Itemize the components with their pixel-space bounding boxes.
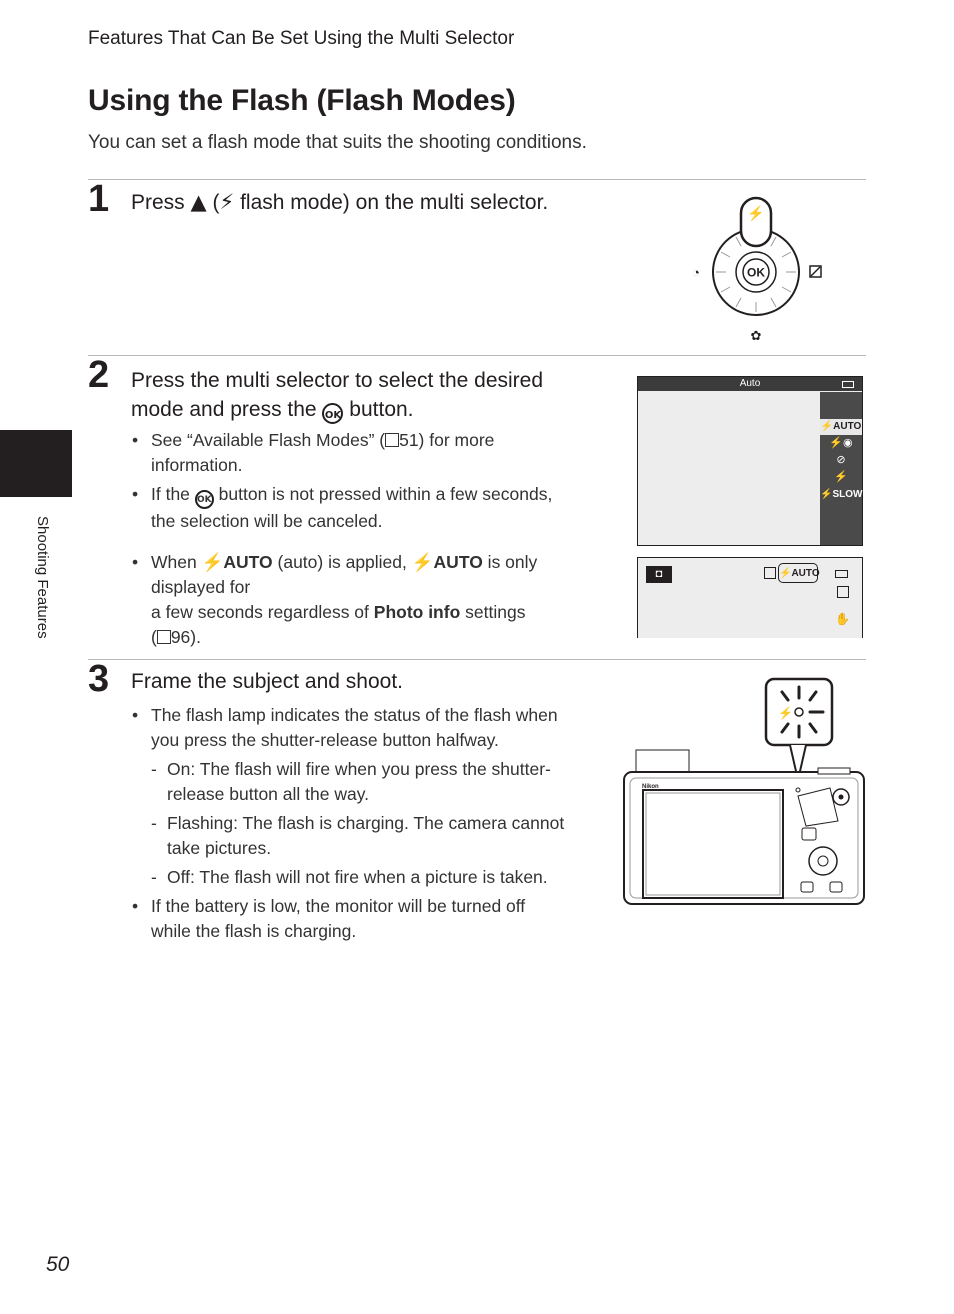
ring-ticks (716, 232, 796, 312)
camera-brand: Nikon (642, 784, 659, 790)
divider (88, 355, 866, 356)
step-number: 2 (88, 354, 110, 396)
scene-icon (764, 567, 776, 579)
flash-icon: ⚡ (778, 706, 793, 720)
divider (88, 659, 866, 660)
step-title: Press the multi selector to select the d… (131, 366, 543, 424)
sub-list-item: -Off: The flash will not fire when a pic… (151, 867, 548, 887)
flash-icon: ⚡ (219, 190, 235, 214)
flash-auto-icon: ⚡AUTO (778, 563, 820, 583)
thumb-rest (797, 787, 839, 827)
step-number: 3 (88, 658, 110, 700)
flash-auto-icon: ⚡AUTO (411, 552, 483, 572)
sub-list-item: -Flashing: The flash is charging. The ca… (151, 813, 565, 858)
ok-button-icon: OK (194, 490, 214, 509)
step-title: Press ▲ (⚡ flash mode) on the multi sele… (131, 190, 549, 214)
red-eye-icon: ⚡◉ (829, 437, 853, 449)
sub-list-item: -On: The flash will fire when you press … (151, 759, 551, 804)
divider (88, 179, 866, 180)
step-number: 1 (88, 178, 110, 220)
up-triangle-icon: ▲ (190, 190, 207, 214)
list-item: See “Available Flash Modes” (51) for mor… (131, 428, 611, 478)
camera-mode-icon: ◘ (646, 566, 672, 583)
memory-icon (837, 586, 849, 598)
flash-menu-screen: Auto ⚡AUTO ⚡◉ ⊘ ⚡ ⚡SLOW (637, 376, 863, 546)
ok-button (742, 258, 770, 286)
list-item: The flash lamp indicates the status of t… (131, 703, 601, 753)
flash-icon: ⚡ (747, 205, 764, 222)
camera-monitor-inner (645, 792, 781, 896)
step-title: Frame the subject and shoot. (131, 670, 403, 693)
up-press-highlight (739, 196, 773, 248)
popup-flash (635, 749, 690, 773)
menu-header-label: Auto (739, 378, 761, 389)
list-item: If the OK button is not pressed within a… (131, 482, 611, 534)
vr-icon: ✋ (835, 612, 850, 626)
intro-text: You can set a flash mode that suits the … (88, 132, 587, 153)
list-item: If the battery is low, the monitor will … (131, 894, 601, 944)
macro-icon: ✿ (751, 328, 762, 343)
camera-monitor (642, 789, 784, 899)
camera-ok-button (817, 855, 829, 867)
flash-lamp (795, 787, 801, 793)
multi-selector-diagram: OK ⚡ ◔ ✿ (692, 196, 822, 343)
menu-header: Auto (638, 377, 862, 391)
section-label: Shooting Features (34, 516, 51, 639)
ok-label: OK (747, 266, 765, 280)
self-timer-icon: ◔ (692, 265, 700, 280)
ok-button-icon: OK (322, 403, 344, 424)
fill-flash-icon: ⚡ (834, 471, 848, 483)
slow-sync-icon: ⚡SLOW (820, 489, 863, 500)
book-reference-icon (385, 433, 400, 447)
flash-lamp-rays (780, 685, 825, 739)
battery-icon (842, 381, 854, 388)
shooting-screen: ◘ ⚡AUTO ✋ (637, 557, 863, 638)
menu-button (800, 881, 814, 893)
page-title: Using the Flash (Flash Modes) (88, 84, 516, 117)
flash-auto-icon: ⚡AUTO (201, 552, 273, 572)
page-number: 50 (46, 1253, 70, 1276)
playback-mode-button (801, 827, 817, 841)
running-header: Features That Can Be Set Using the Multi… (88, 28, 515, 49)
battery-icon (835, 570, 848, 578)
step2-bullets: See “Available Flash Modes” (51) for mor… (131, 428, 611, 654)
section-tab (0, 430, 72, 497)
delete-button (829, 881, 843, 893)
camera-back-diagram: ⚡ Nikon (623, 677, 865, 905)
flash-lamp-icon (794, 707, 804, 717)
step3-bullets: The flash lamp indicates the status of t… (131, 703, 601, 948)
flash-off-icon: ⊘ (836, 454, 846, 466)
book-reference-icon (156, 630, 171, 644)
zoom-control (817, 767, 851, 775)
menu-option-column: ⚡AUTO ⚡◉ ⊘ ⚡ ⚡SLOW (820, 392, 862, 545)
list-item: When ⚡AUTO (auto) is applied, ⚡AUTO is o… (131, 550, 611, 650)
menu-option-selected: ⚡AUTO (820, 419, 862, 435)
